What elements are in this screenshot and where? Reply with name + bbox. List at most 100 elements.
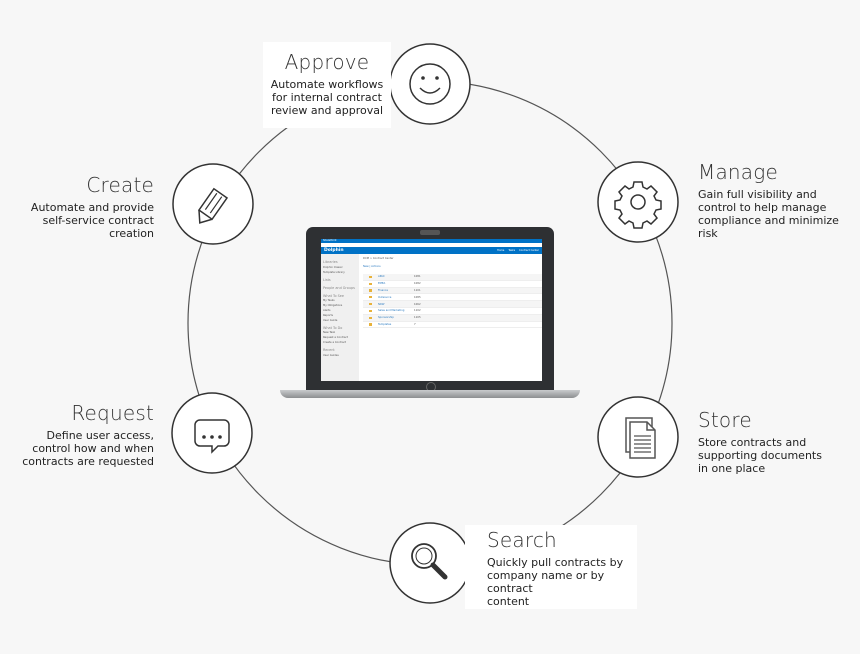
camera-icon <box>420 230 440 235</box>
step-desc-line: company name or by contract <box>487 569 605 595</box>
nav-item: Tasks <box>508 249 516 252</box>
chat-bubble-icon <box>171 392 253 474</box>
folder-icon <box>369 323 372 326</box>
table-row: Sponsorship 1105 <box>363 314 542 322</box>
gear-icon <box>597 161 679 243</box>
laptop-screen: SharePoint Dolphin Home Tasks Contract C… <box>321 239 542 381</box>
screen-top-bar: SharePoint <box>321 239 542 243</box>
step-search: Search Quickly pull contracts by company… <box>465 525 637 609</box>
app-nav: Home Tasks Contract Center <box>497 249 539 252</box>
step-desc-line: for internal contract <box>271 91 382 104</box>
sidebar-item: Alerts <box>323 308 331 312</box>
folder-icon <box>369 296 372 299</box>
sidebar-item: Create a Contract <box>323 340 347 344</box>
row-id: 1101 <box>414 288 421 292</box>
step-create: Create Automate and provide self-service… <box>0 173 154 240</box>
step-desc-line: compliance and minimize <box>698 214 839 227</box>
sidebar-item: Dolphin Classic <box>323 265 343 269</box>
row-name: Templates <box>378 322 392 326</box>
step-approve: Approve Automate workflows for internal … <box>263 42 391 128</box>
step-title: Search <box>487 528 557 552</box>
laptop-lid: SharePoint Dolphin Home Tasks Contract C… <box>306 227 554 392</box>
table-row: Templates 7 <box>363 322 542 329</box>
folder-icon <box>369 316 372 319</box>
folder-icon <box>369 309 372 312</box>
row-name: EMEA <box>378 282 386 286</box>
table-row: NDW 1062 <box>363 301 542 308</box>
sidebar-item: Libraries <box>323 260 338 264</box>
laptop-illustration: SharePoint Dolphin Home Tasks Contract C… <box>280 227 580 405</box>
sidebar-item: Reports <box>323 313 333 317</box>
step-desc-line: Gain full visibility and <box>698 188 817 201</box>
row-name: Outsource <box>378 295 392 299</box>
document-icon <box>597 396 679 478</box>
step-desc-line: Define user access, <box>46 429 154 442</box>
sidebar-item: People and Groups <box>323 285 355 290</box>
nav-item: Contract Center <box>519 249 539 252</box>
step-title: Store <box>698 408 752 432</box>
row-id: 1062 <box>414 302 421 306</box>
sidebar-item: What To See <box>323 293 344 298</box>
magnifier-icon <box>389 522 471 604</box>
step-desc-line: Automate and provide <box>30 201 154 214</box>
screen-main: DCM > Contract Center New | Actions APAC… <box>363 257 542 329</box>
step-desc-line: Store contracts and <box>698 436 807 449</box>
row-id: 1085 <box>414 295 421 299</box>
smiley-icon <box>389 43 471 125</box>
table-row: APAC 1081 <box>363 274 542 281</box>
app-logo: Dolphin <box>324 248 344 253</box>
folder-icon <box>369 289 372 292</box>
step-desc-line: contracts are requested <box>22 455 154 468</box>
step-title: Manage <box>698 160 778 184</box>
step-manage: Manage Gain full visibility and control … <box>698 160 858 240</box>
screen-toolbar: New | Actions <box>363 265 381 268</box>
step-desc-line: Automate workflows <box>270 78 384 91</box>
screen-ribbon <box>321 243 542 247</box>
sidebar-item: User Guide <box>323 318 338 322</box>
step-desc-line: supporting documents <box>698 449 822 462</box>
step-title: Create <box>86 173 154 197</box>
screen-breadcrumb: DCM > Contract Center <box>363 257 394 260</box>
row-id: 1105 <box>414 316 421 320</box>
step-desc-line: control how and when <box>32 442 154 455</box>
folder-icon <box>369 275 372 278</box>
row-name: Sponsorship <box>378 316 394 320</box>
sidebar-item: Template Library <box>323 270 345 274</box>
step-desc-line: control to help manage <box>698 201 827 214</box>
step-request: Request Define user access, control how … <box>0 401 154 468</box>
step-desc-line: Quickly pull contracts by <box>487 556 624 569</box>
sidebar-item: New Task <box>323 331 336 335</box>
row-id: 7 <box>414 322 416 326</box>
step-desc-line: risk <box>698 227 718 240</box>
step-desc-line: content <box>487 595 530 608</box>
row-id: 1081 <box>414 275 421 279</box>
row-id: 1082 <box>414 282 421 286</box>
step-desc-line: creation <box>109 227 154 240</box>
folder-icon <box>369 282 372 285</box>
screen-app-bar: Dolphin Home Tasks Contract Center <box>321 247 542 254</box>
row-name: APAC <box>378 275 385 279</box>
step-title: Request <box>71 401 154 425</box>
sidebar-item: Request a Contract <box>323 336 348 340</box>
row-name: Sales and Marketing <box>378 309 405 313</box>
sidebar-item: User Guides <box>323 353 339 357</box>
nav-item: Home <box>496 249 505 252</box>
row-id: 1102 <box>414 309 421 313</box>
table-row: Outsource 1085 <box>363 294 542 302</box>
step-desc-line: in one place <box>698 462 766 475</box>
folder-icon <box>369 302 372 306</box>
sidebar-item: My Tasks <box>323 299 335 303</box>
pencil-icon <box>172 163 254 245</box>
row-name: NDW <box>378 302 385 306</box>
step-desc-line: self-service contract <box>42 214 154 227</box>
sidebar-item: My Obligations <box>323 304 343 308</box>
sidebar-item: Recent <box>323 347 335 352</box>
sidebar-item: Lists <box>323 277 331 282</box>
table-row: EMEA 1082 <box>363 281 542 288</box>
laptop-base <box>280 390 580 398</box>
